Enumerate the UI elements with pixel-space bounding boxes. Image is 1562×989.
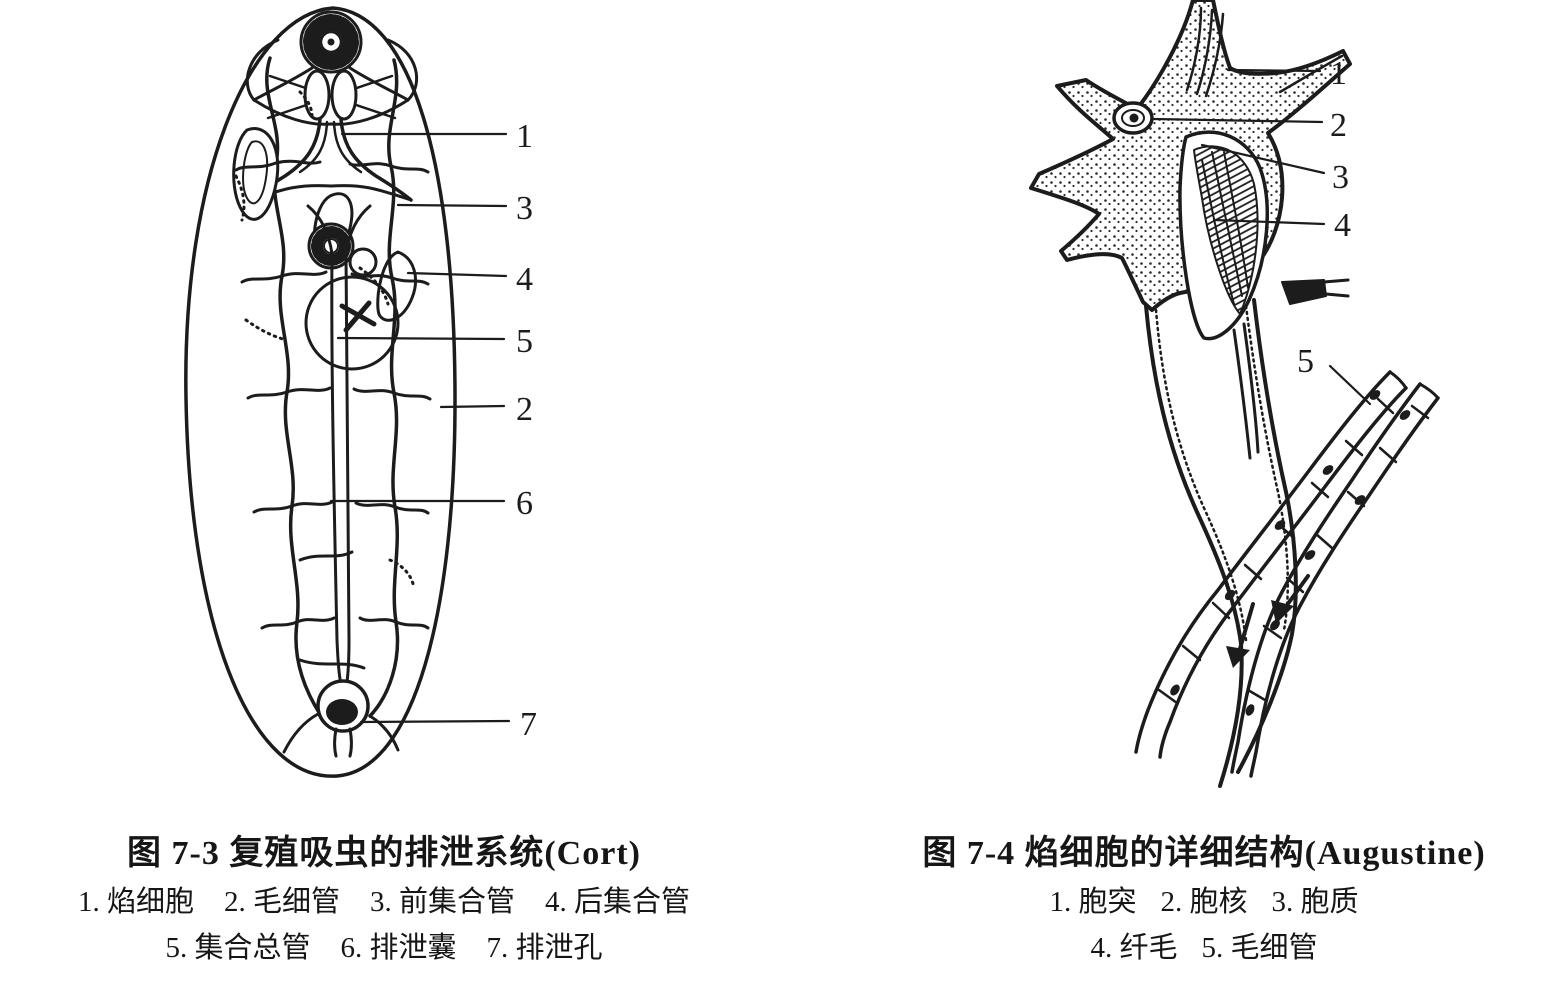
fig1-caption-item: 7. 排泄孔 <box>486 932 603 965</box>
oral-sucker <box>299 10 363 74</box>
flow-arrows <box>1226 574 1310 668</box>
fig1-caption-item: 3. 前集合管 <box>370 885 516 918</box>
flame-cell-diagram: 1 2 3 4 5 <box>1029 0 1440 788</box>
capillary-tubes <box>1134 370 1440 778</box>
fig1-callout-6: 6 <box>516 485 533 522</box>
fig1-caption: 图 7-3 复殖吸虫的排泄系统(Cort) 1. 焰细胞 2. 毛细管 3. 前集合… <box>0 834 768 978</box>
fig1-callout-4: 4 <box>516 261 533 298</box>
fig1-caption-item: 2. 毛细管 <box>223 885 340 918</box>
fig2-caption: 图 7-4 焰细胞的详细结构(Augustine) 1. 胞突 2. 胞核 3. 胞… <box>918 834 1490 978</box>
fig1-callout-1: 1 <box>516 118 533 155</box>
fig1-callout-3: 3 <box>516 190 533 227</box>
fig2-callout-4: 4 <box>1334 207 1351 244</box>
flame-cell-tubule <box>1144 278 1350 788</box>
fig1-caption-line1: 1. 焰细胞 2. 毛细管 3. 前集合管 4. 后集合管 <box>0 886 768 919</box>
fig2-callout-5: 5 <box>1297 343 1314 380</box>
capillary-nuclei <box>1170 390 1411 716</box>
fig2-caption-line1: 1. 胞突 2. 胞核 3. 胞质 <box>918 886 1490 919</box>
fig2-caption-item: 2. 胞核 <box>1160 885 1248 918</box>
fig2-caption-line2: 4. 纤毛 5. 毛细管 <box>918 932 1490 965</box>
fig1-leader-lines <box>329 132 511 724</box>
fluke-excretory-diagram: 1 3 4 5 2 6 7 <box>184 6 537 778</box>
fig1-caption-line2: 5. 集合总管 6. 排泄囊 7. 排泄孔 <box>0 932 768 965</box>
capillary-branches <box>234 159 432 754</box>
fig1-callout-2: 2 <box>516 391 533 428</box>
ciliary-flame <box>1178 130 1269 460</box>
fig2-caption-item: 4. 纤毛 <box>1090 932 1178 965</box>
fig2-callout-1: 1 <box>1330 55 1347 92</box>
fig1-caption-item: 5. 集合总管 <box>165 932 311 965</box>
fig2-leader-lines <box>1151 68 1372 406</box>
fig1-caption-item: 4. 后集合管 <box>545 885 691 918</box>
fig1-callout-5: 5 <box>516 323 533 360</box>
fig2-caption-item: 5. 毛细管 <box>1201 932 1318 965</box>
fig1-caption-item: 1. 焰细胞 <box>77 885 194 918</box>
nucleus <box>1112 101 1154 135</box>
fig2-caption-item: 3. 胞质 <box>1271 885 1359 918</box>
fig2-callout-2: 2 <box>1330 107 1347 144</box>
cell-processes <box>1185 6 1344 98</box>
fig2-caption-title: 图 7-4 焰细胞的详细结构(Augustine) <box>922 835 1486 872</box>
fig2-caption-item: 1. 胞突 <box>1049 885 1137 918</box>
fig1-caption-title: 图 7-3 复殖吸虫的排泄系统(Cort) <box>127 835 641 872</box>
fig2-callout-3: 3 <box>1332 159 1349 196</box>
excretory-bladder <box>316 679 370 758</box>
fig1-caption-item: 6. 排泄囊 <box>340 932 457 965</box>
dotted-details <box>234 90 416 590</box>
fig1-callout-7: 7 <box>520 706 537 743</box>
